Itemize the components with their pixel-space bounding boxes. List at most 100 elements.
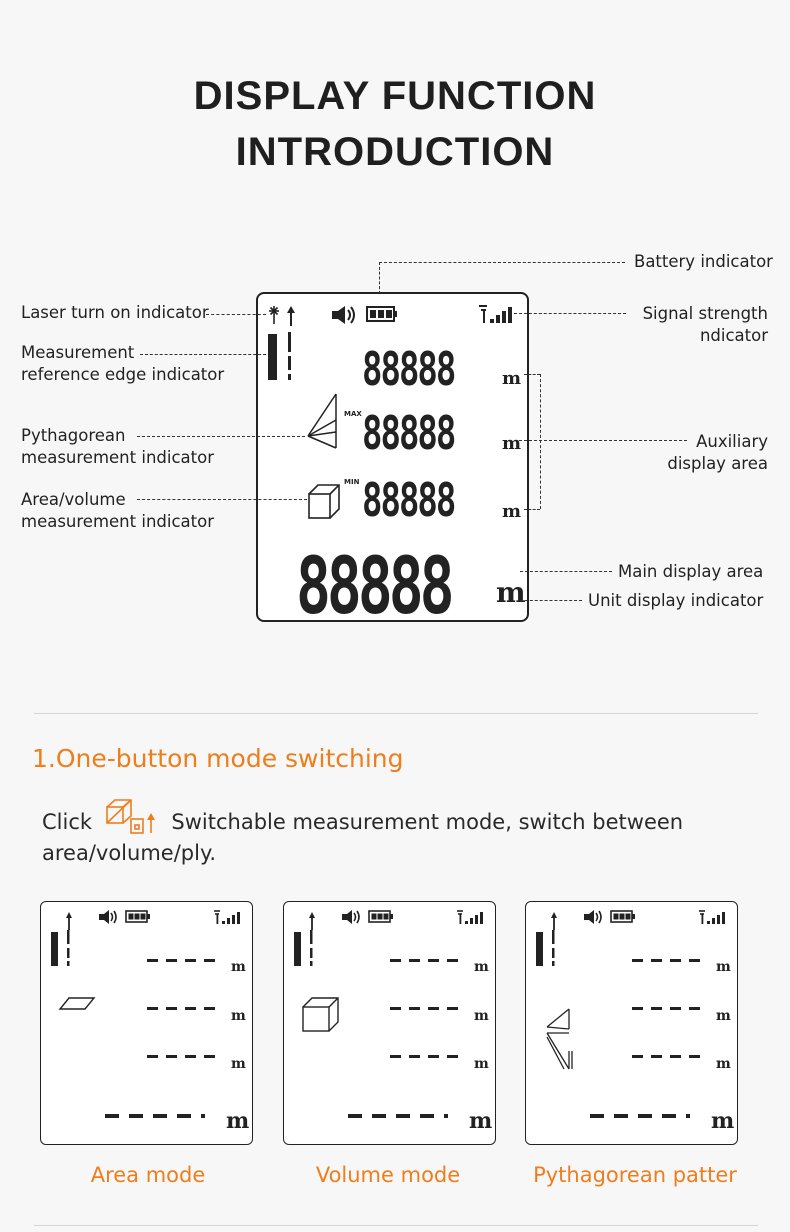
unit-display-label: Unit display indicator — [588, 591, 764, 610]
aux-display-row-3: 88888 — [362, 474, 456, 528]
aux-display-row-2: 88888 — [362, 407, 456, 461]
battery-leader-v — [379, 262, 380, 294]
reference-leader — [140, 354, 266, 355]
reference-label-1: Measurement — [21, 343, 135, 362]
arrow-up-icon — [287, 306, 295, 326]
reference-edge-icon — [51, 930, 70, 966]
aux-unit-1: m — [231, 959, 246, 975]
reference-edge-icon — [268, 332, 291, 380]
laser-icon — [269, 306, 279, 324]
main-display-leader — [520, 571, 612, 572]
aux-row-1-placeholder — [390, 959, 460, 962]
aux-unit-2: m — [716, 1008, 731, 1024]
aux-unit-1: m — [474, 959, 489, 975]
signal-strength-icon — [214, 910, 240, 924]
pythagorean-label-2: measurement indicator — [21, 448, 214, 467]
page-title-line2: INTRODUCTION — [235, 130, 555, 174]
area-mode-lcd: m m m m — [40, 901, 253, 1145]
signal-label-2: ndicator — [699, 326, 768, 345]
aux-unit-3: m — [474, 1056, 489, 1072]
battery-icon — [125, 910, 150, 923]
aux-row-1-placeholder — [632, 959, 702, 962]
laser-leader — [206, 314, 266, 315]
battery-leader-h — [379, 262, 625, 263]
auxiliary-label-2: display area — [667, 454, 768, 473]
section-divider-bottom — [34, 1225, 758, 1226]
page-title-line1: DISPLAY FUNCTION — [193, 74, 597, 118]
area-icon — [58, 997, 96, 1010]
main-unit: m — [496, 576, 526, 609]
description-line-2: area/volume/ply. — [42, 841, 217, 865]
signal-strength-icon — [457, 910, 483, 924]
pythagorean-label-1: Pythagorean — [21, 426, 126, 445]
pythagorean-icon — [307, 393, 337, 449]
volume-icon — [302, 997, 339, 1032]
main-display-placeholder — [590, 1114, 690, 1118]
area-mode-caption: Area mode — [90, 1163, 206, 1187]
speaker-icon — [584, 910, 602, 924]
aux-row-2-placeholder — [147, 1007, 217, 1010]
main-display-placeholder — [348, 1114, 448, 1118]
main-unit: m — [711, 1108, 735, 1134]
arrow-up-icon — [66, 912, 72, 930]
battery-label: Battery indicator — [634, 252, 773, 271]
description-text: Switchable measurement mode, switch betw… — [171, 810, 684, 834]
pythagorean-mode-lcd: m m m m — [525, 901, 738, 1145]
cube-icon — [308, 484, 340, 519]
reference-edge-icon — [536, 930, 555, 966]
aux-unit-2: m — [502, 433, 522, 454]
battery-icon — [366, 306, 397, 322]
pythagorean-icon — [546, 1008, 573, 1070]
area-volume-label-1: Area/volume — [21, 490, 126, 509]
reference-label-2: reference edge indicator — [21, 365, 225, 384]
aux-bracket-v — [540, 374, 541, 509]
aux-unit-3: m — [502, 501, 522, 522]
aux-unit-1: m — [502, 368, 522, 389]
main-display-digits: 88888 — [296, 540, 455, 632]
arrow-up-icon — [551, 912, 557, 930]
aux-unit-2: m — [231, 1008, 246, 1024]
click-word: Click — [42, 810, 93, 834]
aux-bracket-top — [524, 374, 540, 375]
signal-leader — [514, 313, 626, 314]
description-line-1: Click Switchable measurement mode, switc… — [42, 799, 683, 837]
aux-unit-3: m — [231, 1056, 246, 1072]
reference-edge-icon — [294, 930, 313, 966]
pythagorean-mode-caption: Pythagorean patter — [533, 1163, 737, 1187]
section-divider-top — [34, 713, 758, 714]
max-label: MAX — [344, 410, 362, 418]
pythagorean-leader — [137, 436, 305, 437]
signal-strength-icon — [699, 910, 725, 924]
auxiliary-label-1: Auxiliary — [696, 432, 768, 451]
main-lcd-screen: 88888 m 88888 m MAX 88888 m MIN 88888 m — [256, 292, 529, 632]
area-leader — [137, 499, 307, 500]
section-title: 1.One-button mode switching — [32, 744, 404, 773]
speaker-icon — [332, 306, 355, 324]
aux-bracket-bottom — [524, 509, 540, 510]
main-unit: m — [226, 1108, 250, 1134]
mode-button-icon — [105, 799, 155, 834]
unit-leader — [520, 600, 582, 601]
speaker-icon — [99, 910, 117, 924]
volume-mode-caption: Volume mode — [315, 1163, 461, 1187]
aux-row-1-placeholder — [147, 959, 217, 962]
aux-row-3-placeholder — [390, 1055, 460, 1058]
signal-label-1: Signal strength — [642, 304, 768, 323]
area-volume-label-2: measurement indicator — [21, 512, 214, 531]
main-unit: m — [469, 1108, 493, 1134]
aux-display-row-1: 88888 — [362, 343, 456, 397]
min-label: MIN — [344, 478, 360, 486]
volume-mode-lcd: m m m m — [283, 901, 496, 1145]
aux-unit-1: m — [716, 959, 731, 975]
aux-leader — [519, 440, 687, 441]
aux-unit-3: m — [716, 1056, 731, 1072]
aux-unit-2: m — [474, 1008, 489, 1024]
aux-row-3-placeholder — [147, 1055, 217, 1058]
aux-row-3-placeholder — [632, 1055, 702, 1058]
main-display-placeholder — [105, 1114, 205, 1118]
laser-label: Laser turn on indicator — [21, 303, 209, 322]
main-display-label: Main display area — [618, 562, 764, 581]
speaker-icon — [342, 910, 360, 924]
arrow-up-icon — [309, 912, 315, 930]
battery-icon — [368, 910, 393, 923]
